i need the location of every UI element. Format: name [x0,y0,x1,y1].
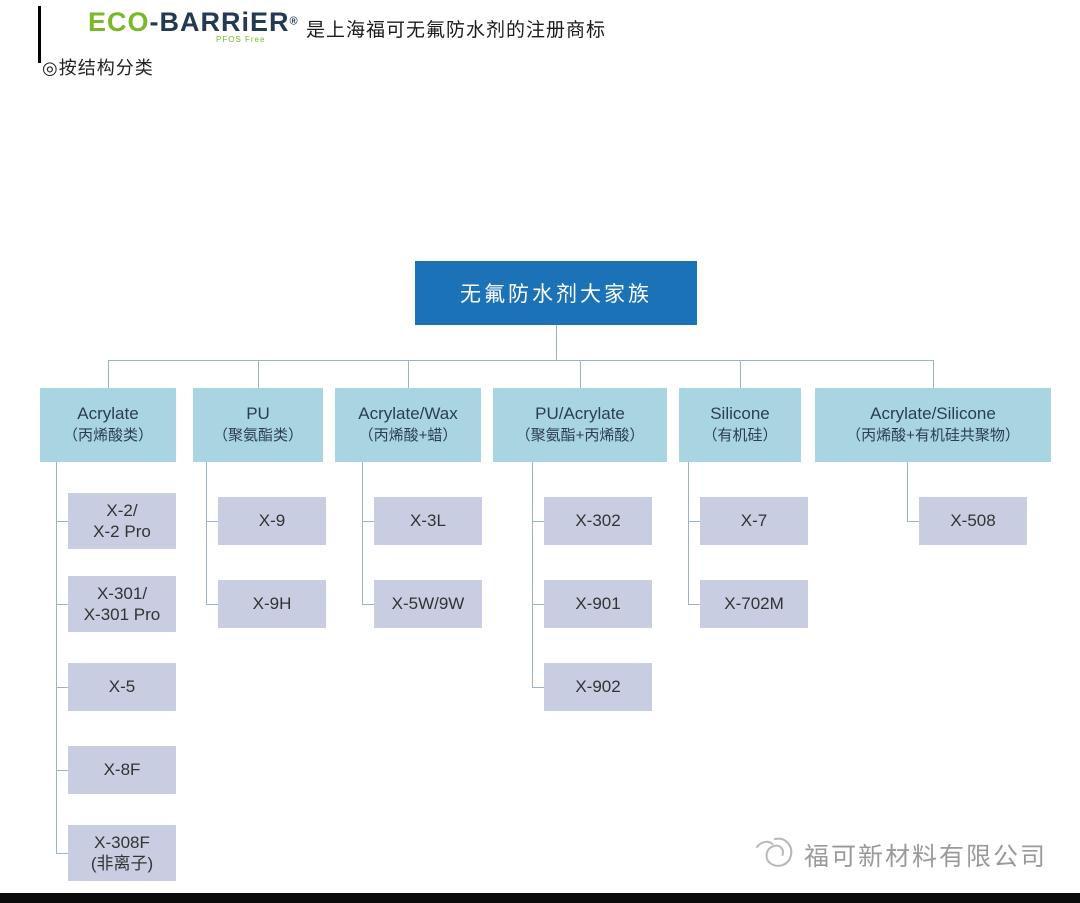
product-node: X-2/X-2 Pro [68,493,176,549]
child-stub-line [688,521,700,522]
category-name-en: PU [246,404,270,424]
product-label-line: X-8F [103,760,141,780]
product-node: X-901 [544,580,652,628]
category-stub-line [258,360,259,388]
product-label-line: X-702M [724,594,784,614]
category-stub-line [933,360,934,388]
category-name-en: Acrylate/Wax [358,404,458,424]
child-rail-line [206,462,207,604]
category-name-zh: （聚氨酯+丙烯酸） [515,427,645,445]
child-stub-line [532,521,544,522]
category-node: Silicone （有机硅） [679,388,801,462]
child-stub-line [206,521,218,522]
child-stub-line [206,604,218,605]
child-rail-line [532,462,533,687]
category-stub-line [108,360,109,388]
product-node: X-5 [68,663,176,711]
product-label-line: X-302 [575,511,621,531]
product-node: X-902 [544,663,652,711]
category-name-zh: （有机硅） [702,427,778,445]
child-stub-line [56,604,68,605]
root-trunk-line [556,325,557,360]
trademark-note: 是上海福可无氟防水剂的注册商标 [306,20,607,41]
product-label-line: X-902 [575,677,621,697]
category-name-zh: （丙烯酸+蜡） [358,427,458,445]
product-label-line: X-3L [410,511,446,531]
category-name-zh: （丙烯酸类） [62,427,153,445]
child-stub-line [56,770,68,771]
product-label-line: X-9 [258,511,286,531]
root-node: 无氟防水剂大家族 [415,261,697,325]
category-name-en: Acrylate/Silicone [870,404,996,424]
product-node: X-702M [700,580,808,628]
product-label-line: X-2 Pro [93,522,151,541]
category-stub-line [408,360,409,388]
child-rail-line [688,462,689,604]
product-label-line: X-308F [94,832,150,852]
child-stub-line [56,687,68,688]
product-node: X-3L [374,497,482,545]
child-stub-line [532,604,544,605]
watermark-company-name: 福可新材料有限公司 [804,843,1048,871]
product-label-line: X-508 [950,511,996,531]
category-node: PU/Acrylate （聚氨酯+丙烯酸） [493,388,667,462]
child-stub-line [907,521,919,522]
category-name-zh: （聚氨酯类） [212,427,303,445]
logo-barrier-text: -BARRiER [149,7,290,37]
product-label-line: X-7 [740,511,768,531]
logo-tagline: PFOS Free [216,35,266,44]
watermark: 福可新材料有限公司 [752,834,1047,876]
product-label-line: (非离子) [90,854,154,873]
child-stub-line [688,604,700,605]
product-node: X-8F [68,746,176,794]
category-node: Acrylate/Silicone （丙烯酸+有机硅共聚物） [815,388,1051,462]
category-node: PU （聚氨酯类） [193,388,323,462]
bottom-black-bar [0,893,1080,903]
left-edge-mark [38,6,41,63]
product-node: X-302 [544,497,652,545]
child-stub-line [362,604,374,605]
category-stub-line [580,360,581,388]
child-rail-line [56,462,57,853]
category-node: Acrylate/Wax （丙烯酸+蜡） [335,388,481,462]
child-stub-line [56,521,68,522]
category-name-en: PU/Acrylate [535,404,625,424]
bus-line [108,360,933,361]
product-node: X-301/X-301 Pro [68,576,176,632]
product-label-line: X-9H [252,594,292,614]
product-node: X-7 [700,497,808,545]
product-node: X-5W/9W [374,580,482,628]
product-label-line: X-2/ [106,500,138,520]
product-node: X-9 [218,497,326,545]
child-stub-line [362,521,374,522]
child-stub-line [532,687,544,688]
product-node: X-508 [919,497,1027,545]
eco-barrier-logo: ECO-BARRiER® PFOS Free [88,7,298,47]
product-label-line: X-5W/9W [391,594,465,614]
child-stub-line [56,853,68,854]
category-stub-line [740,360,741,388]
product-node: X-9H [218,580,326,628]
category-node: Acrylate （丙烯酸类） [40,388,176,462]
product-label-line: X-5 [108,677,136,697]
product-label-line: X-901 [575,594,621,614]
logo-eco-text: ECO [88,7,150,37]
category-name-zh: （丙烯酸+有机硅共聚物） [846,427,1020,445]
product-label-line: X-301/ [96,583,148,603]
category-name-en: Acrylate [77,404,139,424]
category-name-en: Silicone [710,404,770,424]
product-node: X-308F (非离子) [68,825,176,881]
registered-mark: ® [289,15,298,28]
child-rail-line [907,462,908,521]
section-label: ◎按结构分类 [42,58,154,78]
watermark-logo [756,837,793,867]
product-label-line: X-301 Pro [83,605,161,624]
child-rail-line [362,462,363,604]
